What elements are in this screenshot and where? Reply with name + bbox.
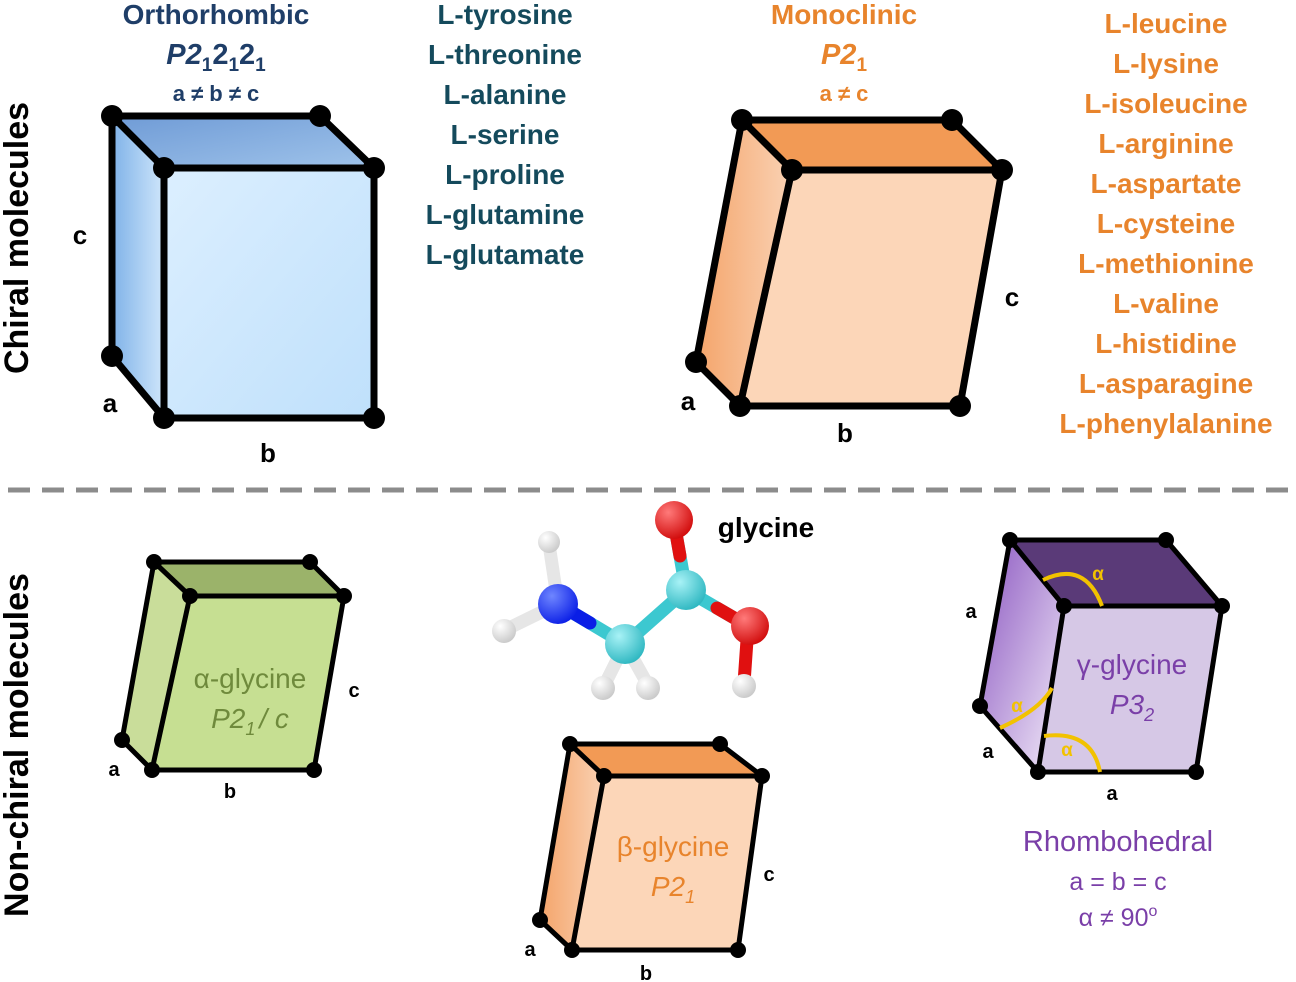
- ortho-top-face: [112, 116, 374, 168]
- gamma-axis-a-lower: a: [982, 741, 994, 763]
- atom-hydrogen: [492, 619, 516, 643]
- amino-acid-label: L-serine: [451, 119, 560, 150]
- amino-acid-label: L-alanine: [444, 79, 567, 110]
- atom-hydrogen: [732, 674, 756, 698]
- angle-arc-side: [999, 686, 1054, 730]
- gamma-angle-side: α: [1011, 696, 1023, 717]
- glycine-label: glycine: [718, 512, 814, 543]
- atom-hydrogen: [538, 531, 560, 553]
- beta-front-face: [572, 776, 762, 950]
- gamma-top-face: [1010, 540, 1222, 606]
- mono-top-face: [742, 120, 1002, 170]
- orthorhombic-header: Orthorhombic P212121 a ≠ b ≠ c: [123, 0, 310, 106]
- orthorhombic-amino-acid-list: L-tyrosineL-threonineL-alanineL-serineL-…: [426, 0, 585, 270]
- mono-side-face: [696, 120, 792, 406]
- beta-glycine-cell: β-glycine P21 a b c: [524, 736, 775, 982]
- alpha-front-face: [152, 596, 344, 770]
- ortho-axis-a: a: [103, 388, 118, 418]
- gamma-glycine-space-group: P32: [1110, 689, 1154, 725]
- ortho-front-face: [164, 168, 374, 418]
- beta-glycine-name: β-glycine: [617, 831, 730, 862]
- amino-acid-label: L-methionine: [1078, 248, 1254, 279]
- beta-axis-b: b: [640, 963, 652, 982]
- amino-acid-label: L-threonine: [428, 39, 582, 70]
- amino-acid-label: L-cysteine: [1097, 208, 1236, 239]
- amino-acid-label: L-lysine: [1113, 48, 1219, 79]
- gamma-angle-bottom: α: [1061, 740, 1073, 761]
- rhombohedral-angle: α ≠ 90o: [1079, 903, 1158, 932]
- amino-acid-label: L-isoleucine: [1084, 88, 1247, 119]
- beta-axis-c: c: [763, 864, 774, 886]
- amino-acid-label: L-histidine: [1095, 328, 1237, 359]
- atom-hydrogen: [591, 676, 615, 700]
- gamma-glycine-cell: α α α γ-glycine P32 a a a: [965, 532, 1230, 805]
- orthorhombic-relation: a ≠ b ≠ c: [173, 81, 260, 106]
- alpha-axis-b: b: [224, 781, 236, 803]
- alpha-axis-c: c: [348, 680, 359, 702]
- ortho-axis-c: c: [73, 220, 87, 250]
- ortho-axis-b: b: [260, 438, 276, 468]
- monoclinic-header: Monoclinic P21 a ≠ c: [771, 0, 917, 106]
- angle-arc-bottom: [1043, 733, 1102, 773]
- alpha-glycine-cell: α-glycine P21/ c a b c: [108, 554, 360, 803]
- gamma-front-face: [1038, 606, 1222, 772]
- rhombohedral-title: Rhombohedral: [1023, 826, 1213, 858]
- monoclinic-amino-acid-list: L-leucineL-lysineL-isoleucineL-arginineL…: [1059, 8, 1272, 439]
- amino-acid-label: L-glutamate: [426, 239, 585, 270]
- amino-acid-label: L-arginine: [1098, 128, 1233, 159]
- gamma-glycine-name: γ-glycine: [1077, 649, 1187, 680]
- orthorhombic-space-group: P212121: [166, 39, 266, 76]
- gamma-angle-top: α: [1092, 564, 1104, 585]
- amino-acid-label: L-valine: [1113, 288, 1219, 319]
- alpha-side-face: [122, 562, 190, 770]
- beta-glycine-space-group: P21: [651, 871, 695, 907]
- alpha-top-face: [154, 562, 344, 596]
- amino-acid-label: L-leucine: [1105, 8, 1228, 39]
- atom-carbon: [605, 624, 645, 664]
- amino-acid-label: L-tyrosine: [437, 0, 572, 30]
- amino-acid-label: L-proline: [445, 159, 565, 190]
- monoclinic-space-group: P21: [821, 39, 867, 76]
- mono-axis-a: a: [681, 386, 696, 416]
- ortho-side-face: [112, 116, 164, 418]
- gamma-axis-a-left: a: [965, 601, 977, 623]
- glycine-molecule: glycine: [492, 501, 814, 700]
- alpha-glycine-space-group: P21/ c: [211, 703, 289, 739]
- amino-acid-label: L-asparagine: [1079, 368, 1253, 399]
- atom-hydrogen: [636, 676, 660, 700]
- mono-front-face: [740, 170, 1002, 406]
- beta-axis-a: a: [524, 939, 536, 961]
- atom-nitrogen: [538, 584, 578, 624]
- amino-acid-label: L-phenylalanine: [1059, 408, 1272, 439]
- rhombohedral-description: Rhombohedral a = b = c α ≠ 90o: [1023, 826, 1213, 932]
- amino-acid-label: L-glutamine: [426, 199, 585, 230]
- angle-arc-top: [1042, 571, 1104, 607]
- orthorhombic-cell: c a b: [73, 105, 385, 468]
- mono-axis-c: c: [1005, 282, 1019, 312]
- beta-side-face: [540, 744, 604, 950]
- alpha-axis-a: a: [108, 759, 120, 781]
- monoclinic-cell: a b c: [681, 109, 1019, 448]
- rhombohedral-relation: a = b = c: [1069, 868, 1166, 896]
- beta-top-face: [570, 744, 762, 776]
- section-label-chiral: Chiral molecules: [0, 102, 36, 374]
- monoclinic-title: Monoclinic: [771, 0, 917, 30]
- atom-oxygen: [731, 607, 769, 645]
- section-label-non-chiral: Non-chiral molecules: [0, 573, 36, 917]
- alpha-glycine-name: α-glycine: [194, 663, 307, 694]
- orthorhombic-title: Orthorhombic: [123, 0, 310, 30]
- atom-carbon: [666, 570, 706, 610]
- gamma-axis-a-bottom: a: [1106, 783, 1118, 805]
- atom-oxygen: [655, 501, 693, 539]
- amino-acid-label: L-aspartate: [1091, 168, 1242, 199]
- mono-axis-b: b: [837, 418, 853, 448]
- monoclinic-relation: a ≠ c: [820, 81, 869, 106]
